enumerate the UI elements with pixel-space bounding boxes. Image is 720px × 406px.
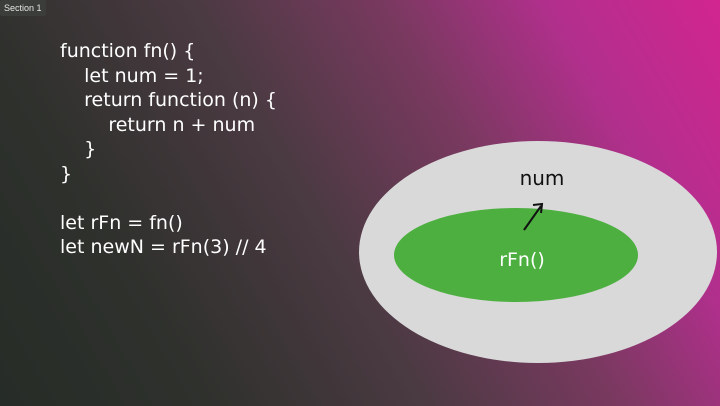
section-tag: Section 1	[0, 0, 46, 16]
inner-scope-ellipse	[394, 208, 638, 302]
code-line: let rFn = fn()	[60, 211, 183, 234]
inner-scope-label: rFn()	[499, 249, 545, 271]
code-line: let num = 1;	[60, 64, 204, 87]
code-line: function fn() {	[60, 40, 196, 62]
code-line: return n + num	[60, 113, 256, 136]
code-block: function fn() { let num = 1; return func…	[60, 39, 277, 260]
code-line: }	[60, 162, 73, 185]
code-line: let newN = rFn(3) // 4	[60, 236, 267, 258]
code-line: return function (n) {	[60, 89, 277, 111]
arrow-icon	[523, 202, 544, 231]
outer-scope-label: num	[520, 166, 565, 190]
code-line: }	[60, 138, 97, 160]
